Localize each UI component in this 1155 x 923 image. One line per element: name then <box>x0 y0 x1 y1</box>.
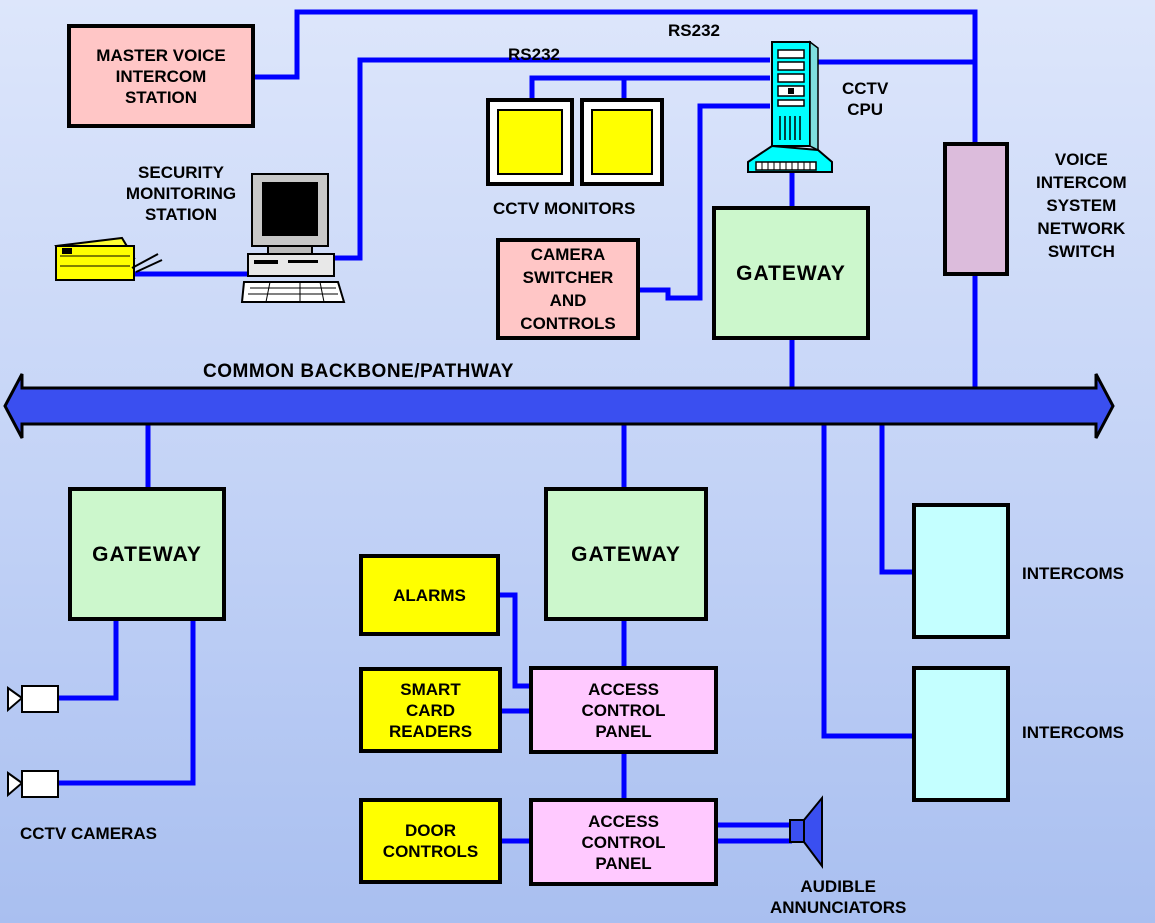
server-tower-icon <box>744 38 836 178</box>
gateway-center: GATEWAY <box>544 487 708 621</box>
master-voice-intercom-station: MASTER VOICE INTERCOM STATION <box>67 24 255 128</box>
printer-icon <box>52 232 164 284</box>
audible-annunciators-label: AUDIBLE ANNUNCIATORS <box>770 876 906 918</box>
gateway-left: GATEWAY <box>68 487 226 621</box>
cctv-monitor-1 <box>486 98 574 186</box>
rs232-mid-label: RS232 <box>508 44 560 65</box>
gateway-top-label: GATEWAY <box>736 263 846 284</box>
acp-1-label: ACCESS CONTROL PANEL <box>581 679 665 742</box>
intercoms-box-2 <box>912 666 1010 802</box>
camera-switcher-and-controls: CAMERA SWITCHER AND CONTROLS <box>496 238 640 340</box>
intercoms-1-label: INTERCOMS <box>1022 563 1124 584</box>
voice-intercom-network-switch <box>943 142 1009 276</box>
voice-switch-label: VOICE INTERCOM SYSTEM NETWORK SWITCH <box>1036 148 1127 263</box>
gateway-center-label: GATEWAY <box>571 544 681 565</box>
access-control-panel-1: ACCESS CONTROL PANEL <box>529 666 718 754</box>
access-control-panel-2: ACCESS CONTROL PANEL <box>529 798 718 886</box>
wire-backbone-to-intercoms-2 <box>824 420 915 736</box>
gateway-left-label: GATEWAY <box>92 544 202 565</box>
alarms-box: ALARMS <box>359 554 500 636</box>
desktop-computer-icon <box>240 172 348 308</box>
cctv-monitor-2 <box>580 98 664 186</box>
camera-switcher-label: CAMERA SWITCHER AND CONTROLS <box>520 243 615 335</box>
video-camera-icon <box>6 684 60 716</box>
cctv-monitors-label: CCTV MONITORS <box>493 198 635 219</box>
smart-card-label: SMART CARD READERS <box>389 679 472 742</box>
rs232-top-label: RS232 <box>668 20 720 41</box>
horn-speaker-icon <box>786 794 830 870</box>
acp-2-label: ACCESS CONTROL PANEL <box>581 811 665 874</box>
cctv-cpu-label: CCTV CPU <box>842 78 888 120</box>
wire-cpu-to-monitors <box>532 78 770 100</box>
cctv-cameras-label: CCTV CAMERAS <box>20 823 157 844</box>
wire-backbone-to-intercoms-1 <box>882 420 915 572</box>
wire-gateway-to-camera-1 <box>55 617 116 698</box>
backbone-label: COMMON BACKBONE/PATHWAY <box>203 361 514 382</box>
backbone-arrow <box>5 374 1113 438</box>
door-controls-box: DOOR CONTROLS <box>359 798 502 884</box>
gateway-top: GATEWAY <box>712 206 870 340</box>
master-voice-label: MASTER VOICE INTERCOM STATION <box>96 45 225 108</box>
intercoms-box-1 <box>912 503 1010 639</box>
door-controls-label: DOOR CONTROLS <box>383 820 478 862</box>
security-station-label: SECURITY MONITORING STATION <box>106 162 256 225</box>
intercoms-2-label: INTERCOMS <box>1022 722 1124 743</box>
alarms-label: ALARMS <box>393 585 466 606</box>
smart-card-readers-box: SMART CARD READERS <box>359 667 502 753</box>
video-camera-icon <box>6 769 60 801</box>
